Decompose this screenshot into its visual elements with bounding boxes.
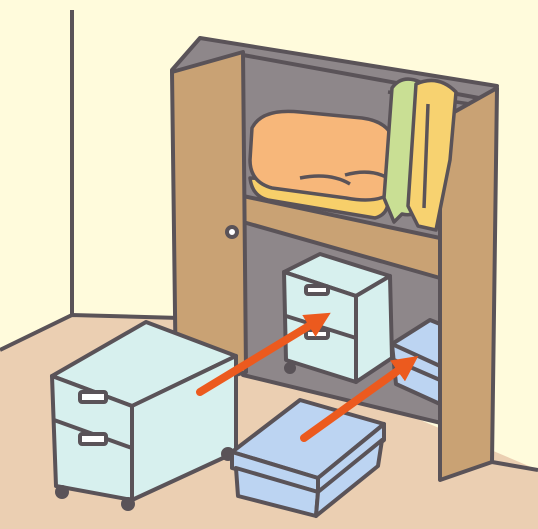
floor-drawer-wheel-2 bbox=[121, 497, 135, 511]
arrow-drawer-to-closet bbox=[196, 312, 331, 396]
closet-drawer-wheel bbox=[284, 362, 296, 374]
drawer-unit-on-floor bbox=[50, 320, 238, 511]
closet-drawer-handle-1 bbox=[304, 284, 330, 296]
drawer-unit-in-closet bbox=[282, 252, 394, 384]
garment-crease bbox=[422, 103, 430, 209]
arrows bbox=[196, 312, 419, 442]
floor-drawer-wheel-1 bbox=[55, 485, 69, 499]
floor-drawer-handle-2 bbox=[78, 432, 108, 446]
floor-bin-body-side bbox=[314, 438, 384, 518]
closet-drawer-handle-2 bbox=[304, 328, 330, 340]
hanging-clothes bbox=[382, 77, 471, 232]
towel-fold-line bbox=[299, 174, 351, 186]
yellow-garment bbox=[406, 78, 458, 232]
floor-edge-right bbox=[491, 460, 538, 472]
arrow-bin-to-closet bbox=[300, 356, 419, 442]
folded-towels bbox=[248, 109, 397, 220]
towel-orange bbox=[248, 109, 397, 202]
floor-drawer-handle-1 bbox=[78, 390, 108, 404]
door-knob bbox=[225, 225, 239, 239]
closet-left-door bbox=[170, 50, 248, 394]
floor-edge-line bbox=[0, 312, 181, 352]
